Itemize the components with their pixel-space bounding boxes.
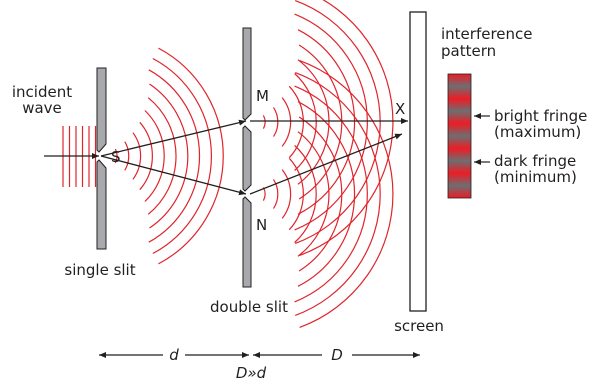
double-slit-middle-piece xyxy=(242,125,252,192)
pattern-label-line2: pattern xyxy=(441,42,496,60)
slit-m-wavefront xyxy=(288,85,304,159)
dark-fringe-label: dark fringe xyxy=(494,152,576,170)
slit-n-wavefronts xyxy=(262,60,394,328)
slit-label-n: N xyxy=(256,216,267,234)
pattern-label-line1: interference xyxy=(441,25,533,43)
slit-m-wavefront xyxy=(294,0,381,244)
bright-fringe-sublabel: (maximum) xyxy=(494,123,581,141)
slit-n-wavefront xyxy=(294,145,317,243)
double-slit-top-piece xyxy=(242,27,252,121)
slit-m-wavefronts xyxy=(262,0,394,256)
double-slit-barrier xyxy=(242,27,252,288)
single-slit-barrier xyxy=(96,67,107,250)
dimension-label-D: D xyxy=(331,346,343,364)
ray-n-to-x xyxy=(249,133,403,195)
slit-label-m: M xyxy=(256,87,269,105)
slit-m-wavefront xyxy=(297,59,330,185)
slit-m-wavefront xyxy=(299,0,394,256)
interference-pattern xyxy=(447,73,472,199)
single-slit-wavefront xyxy=(147,97,177,215)
bright-fringe-label: bright fringe xyxy=(494,107,587,125)
double-slit-bottom-piece xyxy=(242,196,252,288)
point-label-x: X xyxy=(395,100,405,118)
slit-n-wavefront xyxy=(272,179,279,209)
single-slit-top-piece xyxy=(96,67,107,153)
slit-n-wavefront xyxy=(298,116,343,272)
single-slit-label: single slit xyxy=(64,261,135,279)
ray-s-to-n xyxy=(100,155,247,196)
double-slit-label: double slit xyxy=(210,298,288,316)
ray-lines xyxy=(100,118,408,196)
slit-n-wavefront xyxy=(297,131,330,257)
single-slit-wavefront xyxy=(149,83,189,229)
dimension-label-d: d xyxy=(169,346,179,364)
screen-label: screen xyxy=(394,317,444,335)
single-slit-wavefront xyxy=(144,110,165,202)
slit-n-wavefront xyxy=(262,187,266,201)
slit-m-wavefront xyxy=(281,97,292,147)
single-slit-wavefronts xyxy=(114,47,224,265)
slit-n-wavefront xyxy=(294,85,368,303)
single-slit-wavefront xyxy=(124,141,130,171)
single-slit-wavefront xyxy=(132,132,142,180)
slit-n-wavefront xyxy=(288,157,304,231)
fringe-strip xyxy=(447,73,472,199)
source-label-s: S xyxy=(111,148,121,166)
slit-m-wavefront xyxy=(294,13,368,231)
incident-label-line1: incident xyxy=(12,83,72,101)
incident-label-line2: wave xyxy=(22,99,62,117)
slit-m-wavefront xyxy=(272,107,279,137)
single-slit-wavefront xyxy=(139,121,153,191)
single-slit-wavefront xyxy=(158,47,224,265)
slit-n-wavefront xyxy=(294,72,381,316)
single-slit-wavefront xyxy=(148,69,201,243)
dark-fringe-sublabel: (minimum) xyxy=(494,168,577,186)
slit-n-wavefront xyxy=(299,60,394,328)
ray-s-to-m xyxy=(100,119,247,157)
slit-m-wavefront xyxy=(294,73,317,171)
slit-n-wavefront xyxy=(281,169,292,219)
screen-rect xyxy=(409,11,427,312)
single-slit-wavefront xyxy=(114,148,118,164)
single-slit-bottom-piece xyxy=(96,159,107,250)
slit-m-wavefront xyxy=(297,29,356,215)
slit-m-wavefront xyxy=(262,115,266,129)
condition-label: D»d xyxy=(236,364,267,382)
single-slit-wavefront xyxy=(152,57,213,255)
